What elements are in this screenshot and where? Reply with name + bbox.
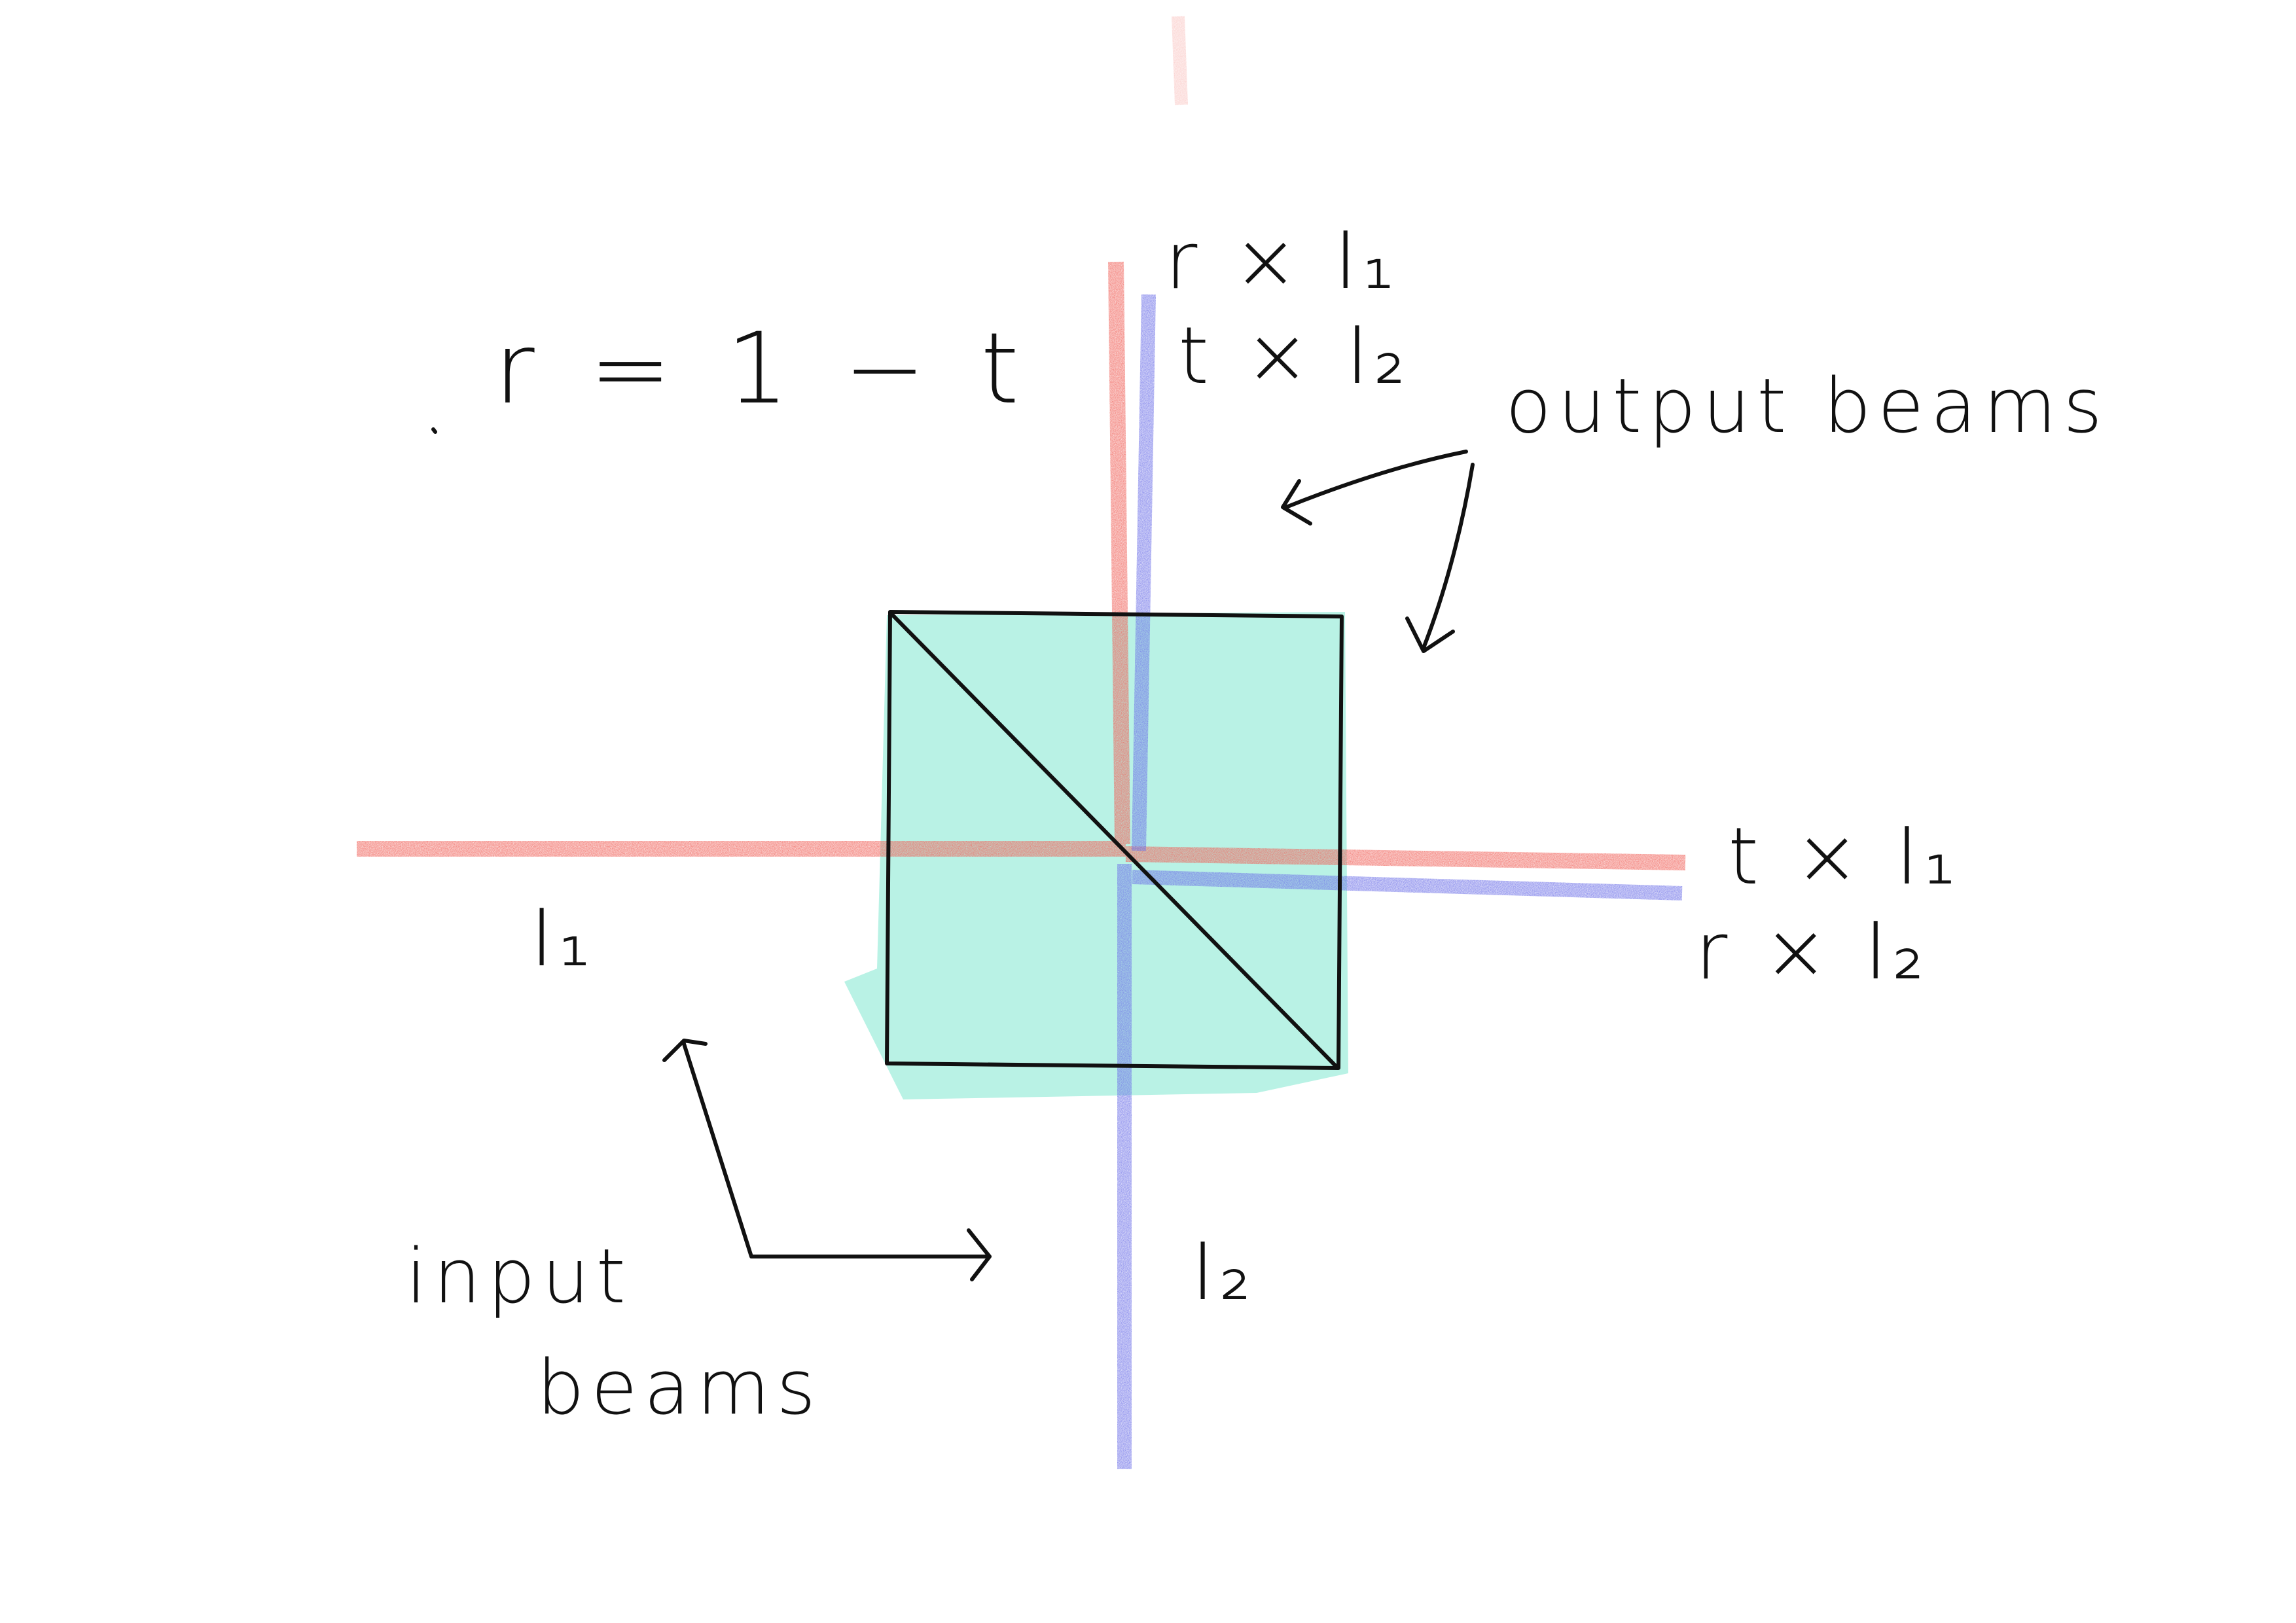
beam-2-transmitted	[1132, 294, 1156, 851]
label-right-reflected-i2: r × I₂	[1695, 906, 1929, 997]
input-beams-caption-line1: input	[406, 1233, 632, 1321]
label-top-transmitted-i2: t × I₂	[1178, 311, 1410, 402]
beam-1	[357, 16, 1686, 870]
output-arrow-down	[1405, 463, 1475, 653]
equation: r = 1 − t	[494, 312, 1031, 426]
beam-1-transmitted	[1125, 846, 1686, 870]
output-arrow-left	[1281, 450, 1468, 526]
output-beams-caption: output beams	[1505, 363, 2109, 450]
label-input-i2: I₂	[1191, 1227, 1257, 1318]
label-right-transmitted-i1: t × I₁	[1728, 812, 1960, 902]
beam-2	[1117, 294, 1683, 1469]
beam-2-reflected	[1132, 870, 1683, 901]
input-beams-caption-line2: beams	[537, 1344, 822, 1432]
cube-outline	[885, 610, 1344, 1070]
beam-1-reflected	[1108, 261, 1130, 845]
beam-1-faint-top	[1172, 16, 1188, 105]
input-arrow	[662, 1039, 992, 1281]
label-top-reflected-i1: r × I₁	[1165, 216, 1399, 307]
label-input-i1: I₁	[530, 893, 596, 984]
stray-mark	[431, 427, 437, 434]
cube-diagonal	[889, 612, 1338, 1069]
